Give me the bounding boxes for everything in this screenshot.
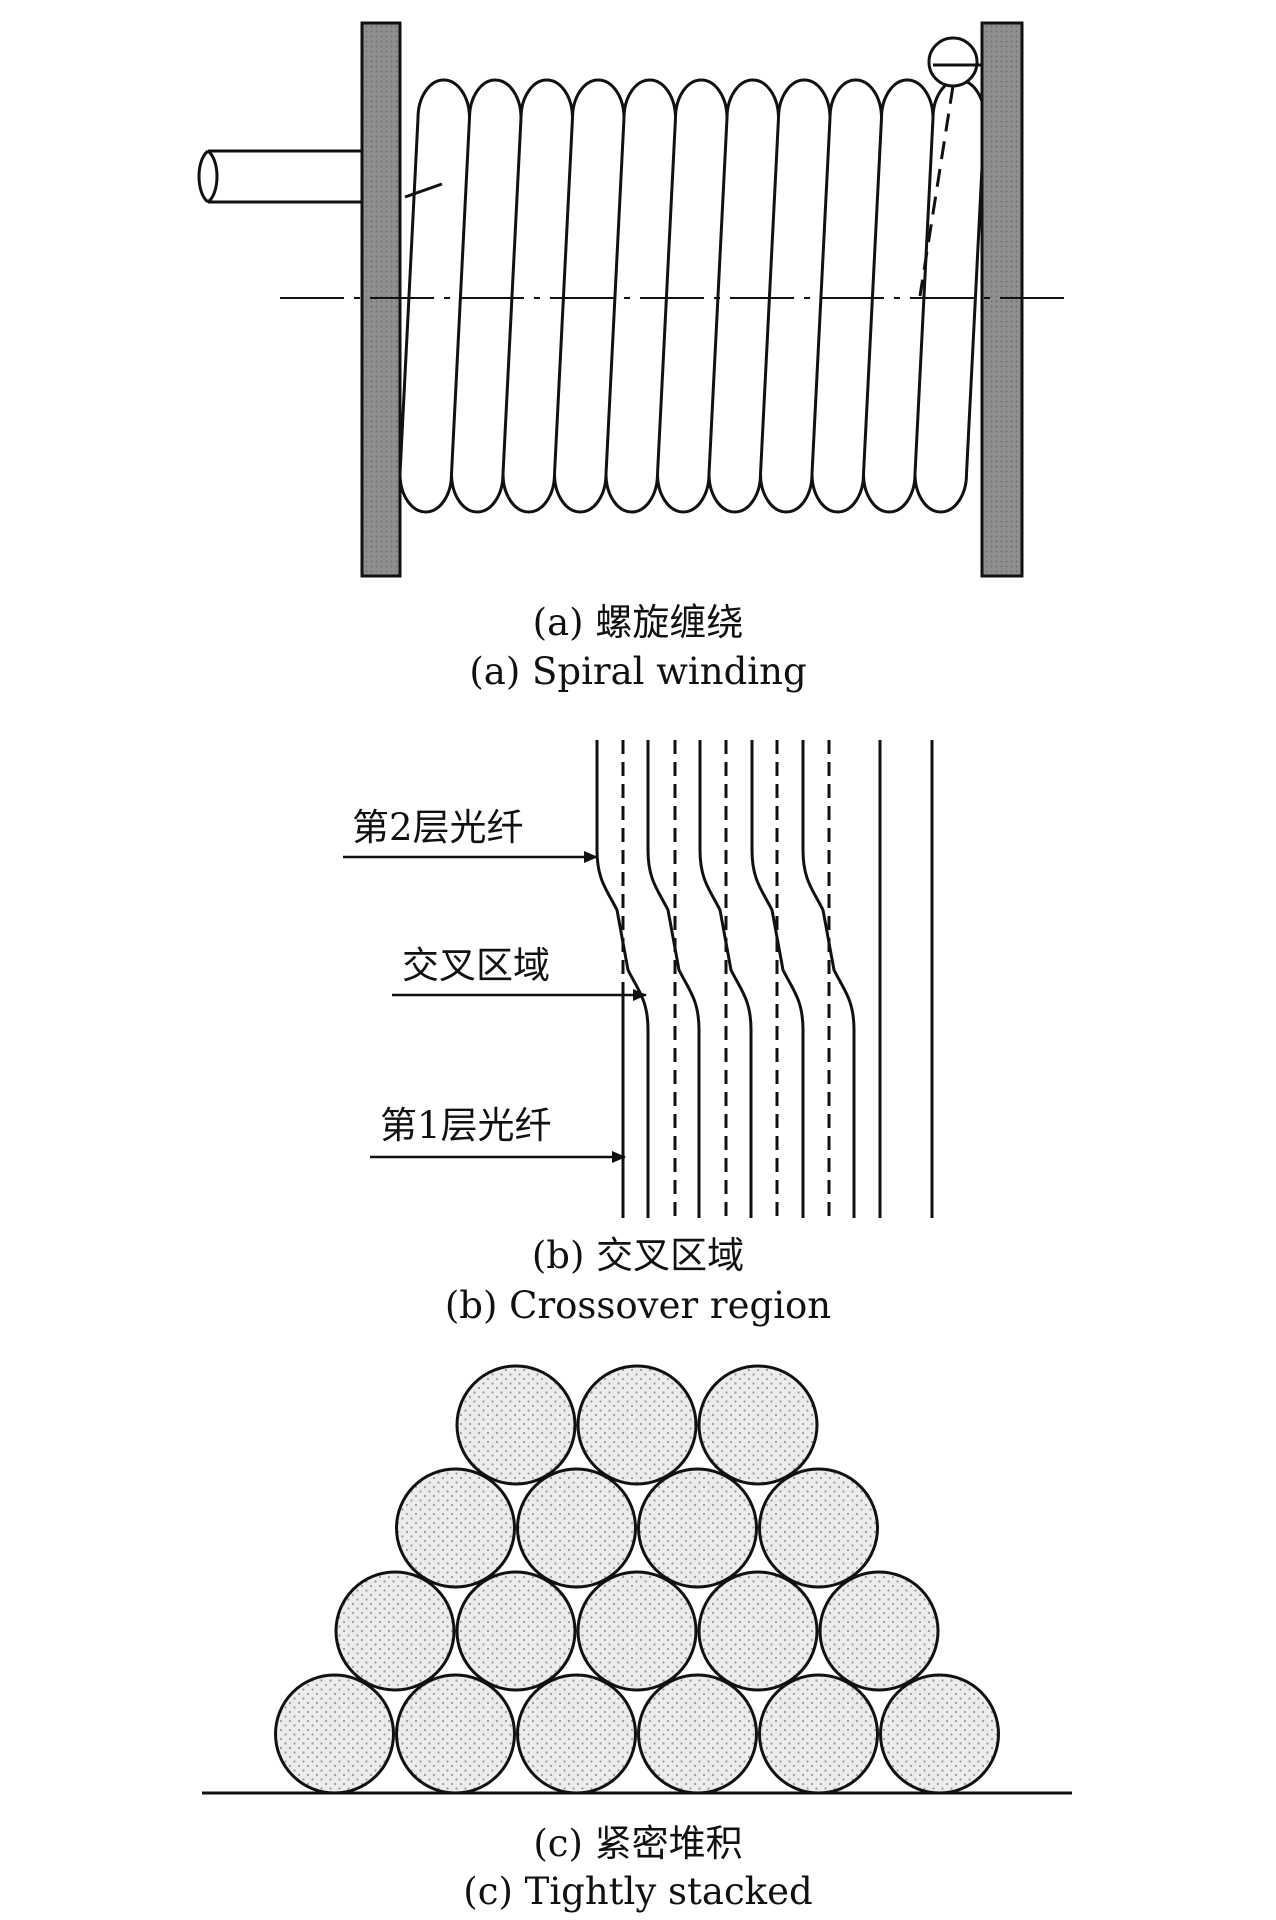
- coil-turn-top: [828, 78, 883, 119]
- coil-strand: [398, 117, 420, 475]
- coil-turn-bottom: [656, 473, 711, 514]
- coil-turn-bottom: [604, 473, 659, 514]
- fiber-circle: [637, 1467, 758, 1589]
- fiber-circle: [395, 1673, 516, 1795]
- coil-strand: [553, 117, 574, 475]
- fiber-lines: [595, 740, 934, 1218]
- caption-c-cn: (c) 紧密堆积: [533, 1822, 743, 1865]
- label-crossover: 交叉区域: [402, 944, 550, 987]
- fiber-return-dashed: [918, 85, 955, 297]
- right-flange: [980, 21, 1024, 578]
- caption-a-en: (a) Spiral winding: [469, 650, 807, 693]
- coil-strand: [450, 117, 471, 475]
- fiber-circle: [516, 1467, 637, 1589]
- left-flange: [360, 21, 402, 578]
- coil-turn-bottom: [553, 473, 608, 514]
- fiber-circle: [818, 1570, 940, 1692]
- fiber-circle: [516, 1673, 637, 1795]
- coil-turn-top: [777, 78, 832, 119]
- fiber-circle: [697, 1570, 819, 1692]
- coil-turn-top: [674, 78, 729, 119]
- fiber-circle: [758, 1467, 879, 1589]
- caption-c-en: (c) Tightly stacked: [463, 1870, 813, 1913]
- fiber-circle: [879, 1673, 1000, 1795]
- coil-strand: [913, 117, 935, 475]
- fiber-circle: [455, 1570, 577, 1692]
- spiral-winding-diagram: [197, 21, 1070, 578]
- label-layer1: 第1层光纤: [380, 1104, 552, 1147]
- coil-turn-top: [622, 78, 677, 119]
- fiber-circle: [395, 1467, 516, 1589]
- fiber-stack: [274, 1364, 1000, 1795]
- fiber-circle: [576, 1364, 698, 1486]
- coil-strand: [862, 117, 883, 475]
- coil-strand: [656, 117, 677, 475]
- coil-turn-bottom: [707, 473, 762, 514]
- caption-b-en: (b) Crossover region: [444, 1284, 832, 1327]
- coil-turn-top: [468, 78, 523, 119]
- shaft: [197, 149, 362, 204]
- coil-turn-top: [725, 78, 780, 119]
- coil-strand: [759, 117, 780, 475]
- coil-turn-top: [571, 78, 626, 119]
- coil-turn-top: [416, 78, 471, 119]
- coil-turn-bottom: [501, 473, 556, 514]
- lead-line: [404, 182, 443, 199]
- coil-turn-bottom: [759, 473, 814, 514]
- coil-turn-bottom: [810, 473, 865, 514]
- coil-strand: [810, 117, 832, 475]
- coil-strand: [604, 117, 626, 475]
- fiber-circle: [697, 1364, 819, 1486]
- fiber-coil: [398, 78, 986, 514]
- fiber-circle: [334, 1570, 456, 1692]
- fiber-circle: [455, 1364, 577, 1486]
- label-layer2: 第2层光纤: [352, 806, 524, 849]
- fiber-end-circle: [927, 36, 979, 88]
- coil-turn-bottom: [862, 473, 917, 514]
- coil-turn-bottom: [913, 473, 968, 514]
- coil-strand: [707, 117, 729, 475]
- stacked-fibers-diagram: [202, 1364, 1072, 1795]
- fiber-circle: [637, 1673, 758, 1795]
- caption-a-cn: (a) 螺旋缠绕: [532, 601, 744, 644]
- fiber-circle: [758, 1673, 879, 1795]
- coil-turn-top: [880, 78, 935, 119]
- coil-strand: [501, 117, 523, 475]
- coil-turn-bottom: [450, 473, 505, 514]
- caption-b-cn: (b) 交叉区域: [531, 1234, 745, 1277]
- fiber-circle: [576, 1570, 698, 1692]
- crossover-diagram: 第2层光纤 交叉区域 第1层光纤: [343, 740, 934, 1218]
- fiber-circle: [274, 1673, 395, 1795]
- coil-turn-bottom: [398, 473, 453, 514]
- coil-turn-top: [519, 78, 574, 119]
